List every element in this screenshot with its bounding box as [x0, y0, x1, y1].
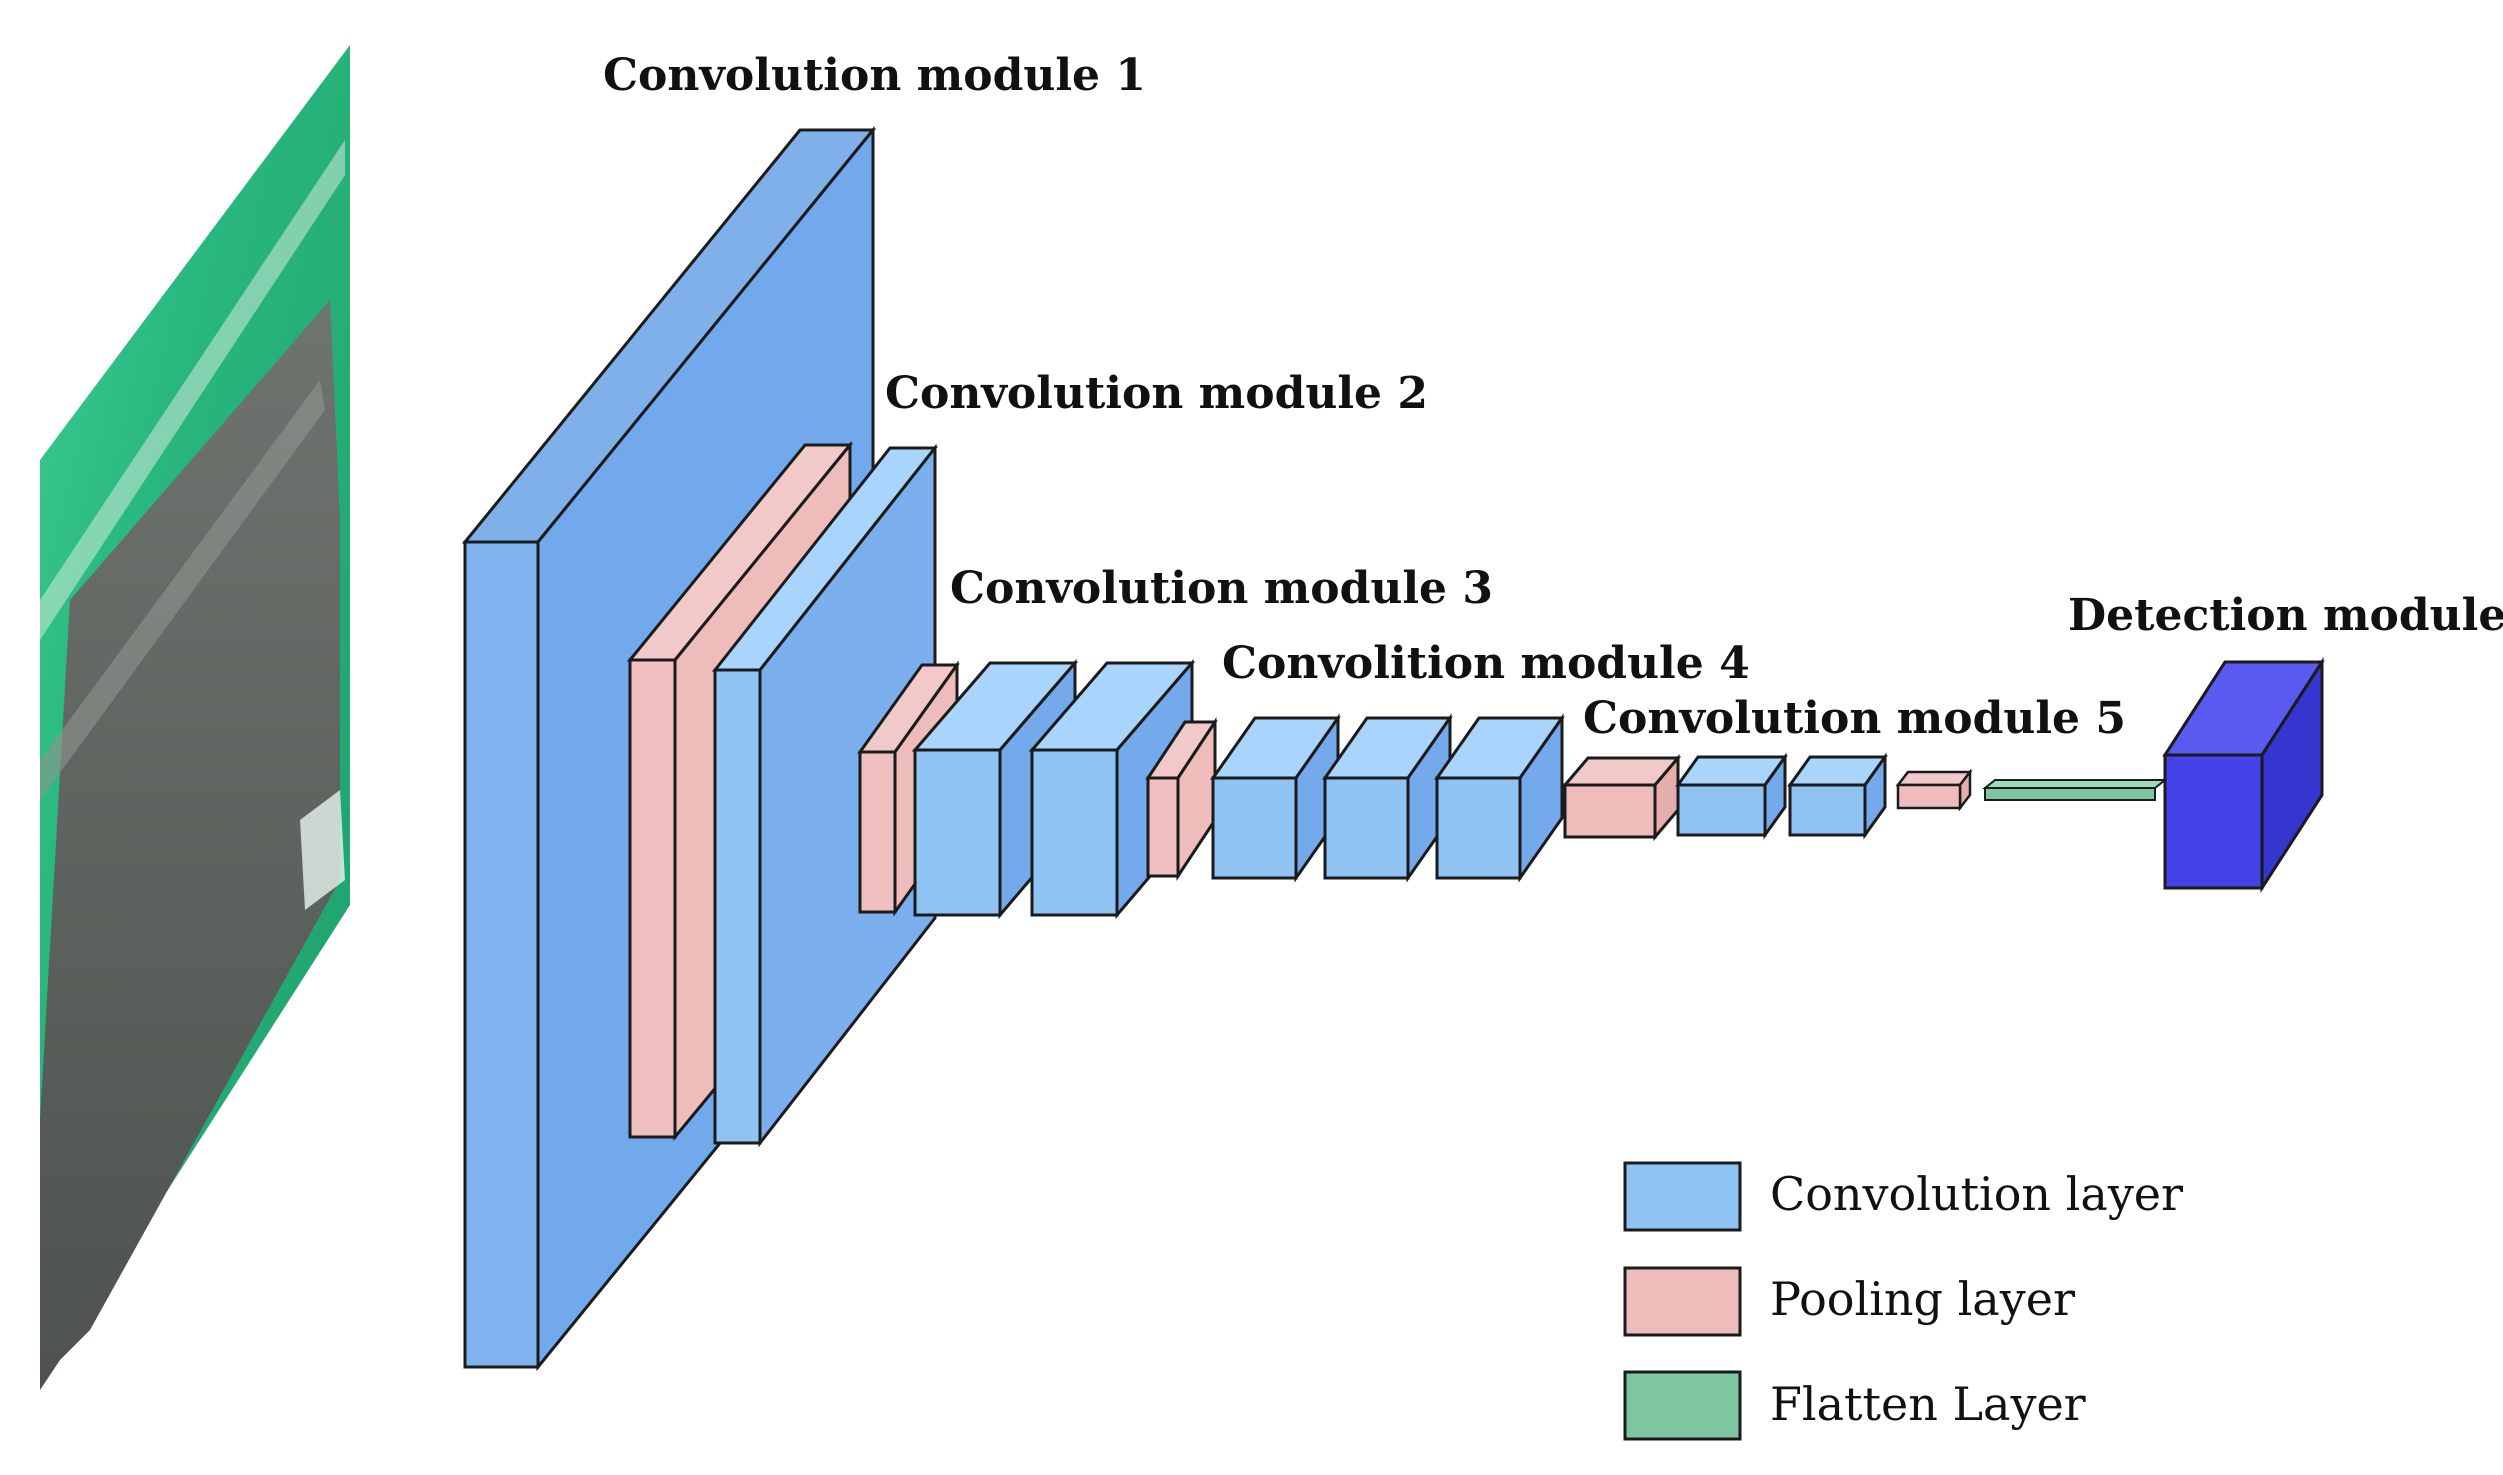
legend-swatch-pool [1623, 1266, 1742, 1337]
legend-label-pool: Pooling layer [1770, 1272, 2075, 1326]
legend-item-pool: Pooling layer [1623, 1266, 2075, 1337]
legend: Convolution layer Pooling layer Flatten … [1623, 1161, 2183, 1441]
label-conv-module-4: Convolition module 4 [1222, 638, 1750, 689]
label-conv-module-3: Convolution module 3 [950, 563, 1493, 614]
final-pooling-layer [1895, 768, 1973, 812]
module-4-conv-layer-a [1210, 713, 1341, 883]
module-4-conv-layer-c [1434, 713, 1565, 883]
module-5-conv-layer-b [1787, 752, 1888, 840]
legend-label-flatten: Flatten Layer [1770, 1377, 2086, 1431]
legend-swatch-flatten [1623, 1370, 1742, 1441]
module-4-pooling-layer [1145, 717, 1218, 881]
label-detection-module: Detection module [2068, 590, 2503, 641]
flatten-layer [1982, 779, 2168, 801]
label-conv-module-5: Convolution module 5 [1583, 693, 2126, 744]
legend-swatch-conv [1623, 1161, 1742, 1232]
module-5-conv-layer-a [1675, 752, 1788, 840]
label-conv-module-1: Convolution module 1 [603, 50, 1146, 101]
module-5-pooling-layer [1561, 753, 1682, 842]
legend-label-conv: Convolution layer [1770, 1167, 2183, 1221]
legend-item-conv: Convolution layer [1623, 1161, 2183, 1232]
legend-item-flatten: Flatten Layer [1623, 1370, 2086, 1441]
input-image [40, 45, 350, 1390]
label-conv-module-2: Convolution module 2 [885, 368, 1428, 419]
module-2-conv-layer [711, 443, 939, 1148]
detection-module-block [2162, 656, 2325, 894]
module-4-conv-layer-b [1322, 713, 1453, 883]
